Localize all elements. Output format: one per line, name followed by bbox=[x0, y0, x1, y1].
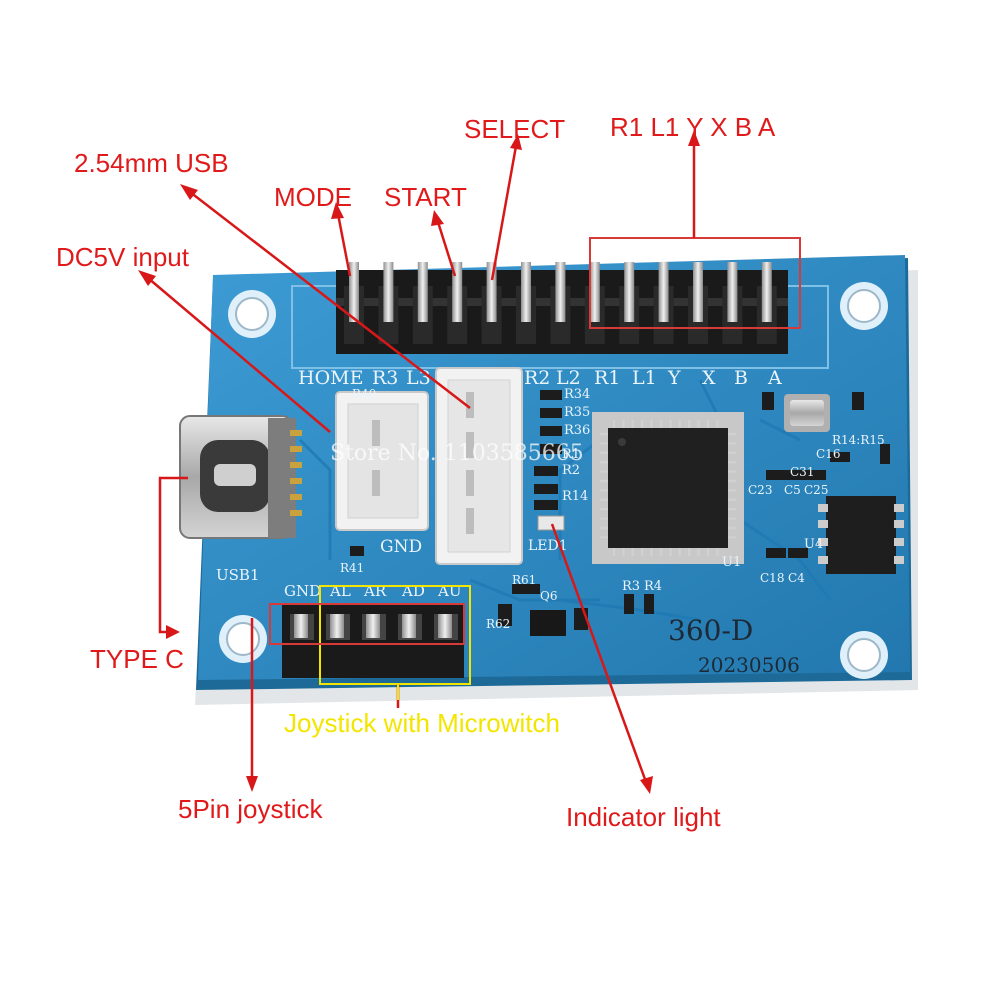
silk-c25: C25 bbox=[804, 483, 828, 497]
silk-ad: AD bbox=[401, 582, 425, 600]
silk-c23: C23 bbox=[748, 483, 772, 497]
silk-l1: L1 bbox=[632, 367, 657, 389]
silk-usb1: USB1 bbox=[216, 566, 259, 584]
silk-c4: C4 bbox=[788, 571, 805, 585]
header-pin bbox=[452, 262, 463, 322]
microcontroller-chip bbox=[592, 412, 744, 564]
usb-type-c-connector bbox=[179, 415, 302, 539]
usb-254mm-connector bbox=[435, 367, 523, 565]
silk-l3: L3 bbox=[406, 367, 431, 389]
silk-l2: L2 bbox=[556, 367, 581, 389]
callout-indicator-light: Indicator light bbox=[566, 802, 721, 832]
silk-r35: R35 bbox=[564, 405, 590, 420]
header-pin bbox=[761, 262, 772, 322]
pin-header-2x13 bbox=[336, 262, 788, 354]
callout-buttons: R1 L1 Y X B A bbox=[610, 112, 776, 142]
callout-usb: 2.54mm USB bbox=[74, 148, 229, 178]
callout-mode: MODE bbox=[274, 182, 352, 212]
pcb-traces bbox=[298, 379, 832, 622]
silk-r2-part: R2 bbox=[562, 463, 580, 478]
silk-c16: C16 bbox=[816, 447, 840, 461]
silk-au: AU bbox=[437, 582, 461, 600]
silk-b: B bbox=[734, 367, 748, 389]
silk-r14-r15: R14:R15 bbox=[832, 433, 885, 447]
silk-gnd-stick: GND bbox=[284, 582, 321, 600]
silk-c31: C31 bbox=[790, 465, 814, 479]
callout-typec: TYPE C bbox=[90, 644, 184, 674]
silk-c18: C18 bbox=[760, 571, 784, 585]
smd-components bbox=[350, 390, 890, 630]
silk-a: A bbox=[767, 367, 782, 389]
store-watermark: Store No. 1103585665 bbox=[330, 441, 584, 466]
silk-c5: C5 bbox=[784, 483, 801, 497]
silk-r34: R34 bbox=[564, 387, 590, 402]
silk-r1: R1 bbox=[594, 367, 620, 389]
header-pin bbox=[417, 262, 428, 322]
silk-ar: AR bbox=[363, 582, 387, 600]
callout-start: START bbox=[384, 182, 467, 212]
silk-x: X bbox=[702, 367, 716, 389]
header-pin bbox=[624, 262, 635, 322]
arrow-heads bbox=[138, 130, 700, 794]
silk-r3: R3 bbox=[372, 367, 398, 389]
eeprom-chip bbox=[818, 496, 904, 574]
joystick-header-2x5 bbox=[282, 604, 464, 678]
silk-q6: Q6 bbox=[540, 589, 557, 603]
silk-r1-part: R1 bbox=[562, 447, 580, 462]
silk-r14: R14 bbox=[562, 489, 588, 504]
silk-board-name: 360-D bbox=[668, 614, 753, 647]
header-pin bbox=[486, 262, 497, 322]
silk-r40: R40 bbox=[352, 387, 376, 401]
silk-r4-part: R4 bbox=[644, 579, 662, 594]
silk-gnd-conn: GND bbox=[380, 537, 422, 557]
dc5v-connector bbox=[335, 391, 429, 531]
header-pin bbox=[727, 262, 738, 322]
silk-r2: R2 bbox=[524, 367, 550, 389]
silk-home: HOME bbox=[298, 367, 363, 389]
header-pin bbox=[693, 262, 703, 322]
header-pin bbox=[589, 262, 600, 322]
silk-date-code: 20230506 bbox=[698, 653, 800, 677]
header-pin bbox=[521, 262, 531, 322]
callout-arrows bbox=[147, 142, 696, 783]
silk-r41: R41 bbox=[340, 561, 364, 575]
header-pin bbox=[349, 262, 359, 322]
crystal-oscillator bbox=[784, 394, 830, 432]
header-pin bbox=[658, 262, 669, 322]
header-pin bbox=[383, 262, 394, 322]
silk-r3-part: R3 bbox=[622, 579, 640, 594]
header-pin bbox=[555, 262, 566, 322]
callout-select: SELECT bbox=[464, 114, 566, 144]
silk-y: Y bbox=[667, 367, 681, 389]
silk-u1: U1 bbox=[722, 555, 741, 570]
indicator-led bbox=[537, 515, 565, 531]
silk-r62: R62 bbox=[486, 617, 510, 631]
callout-joystick-microswitch: Joystick with Microwitch bbox=[284, 708, 560, 738]
transistor-q6 bbox=[530, 610, 566, 636]
silk-r61: R61 bbox=[512, 573, 536, 587]
joystick-highlight-box bbox=[319, 585, 471, 685]
callout-dc5v: DC5V input bbox=[56, 242, 189, 272]
five-pin-highlight-box bbox=[269, 603, 465, 645]
silk-u4: U4 bbox=[804, 537, 823, 552]
silk-r36: R36 bbox=[564, 423, 590, 438]
silk-al: AL bbox=[329, 582, 351, 600]
callout-5pin-joystick: 5Pin joystick bbox=[178, 794, 323, 824]
